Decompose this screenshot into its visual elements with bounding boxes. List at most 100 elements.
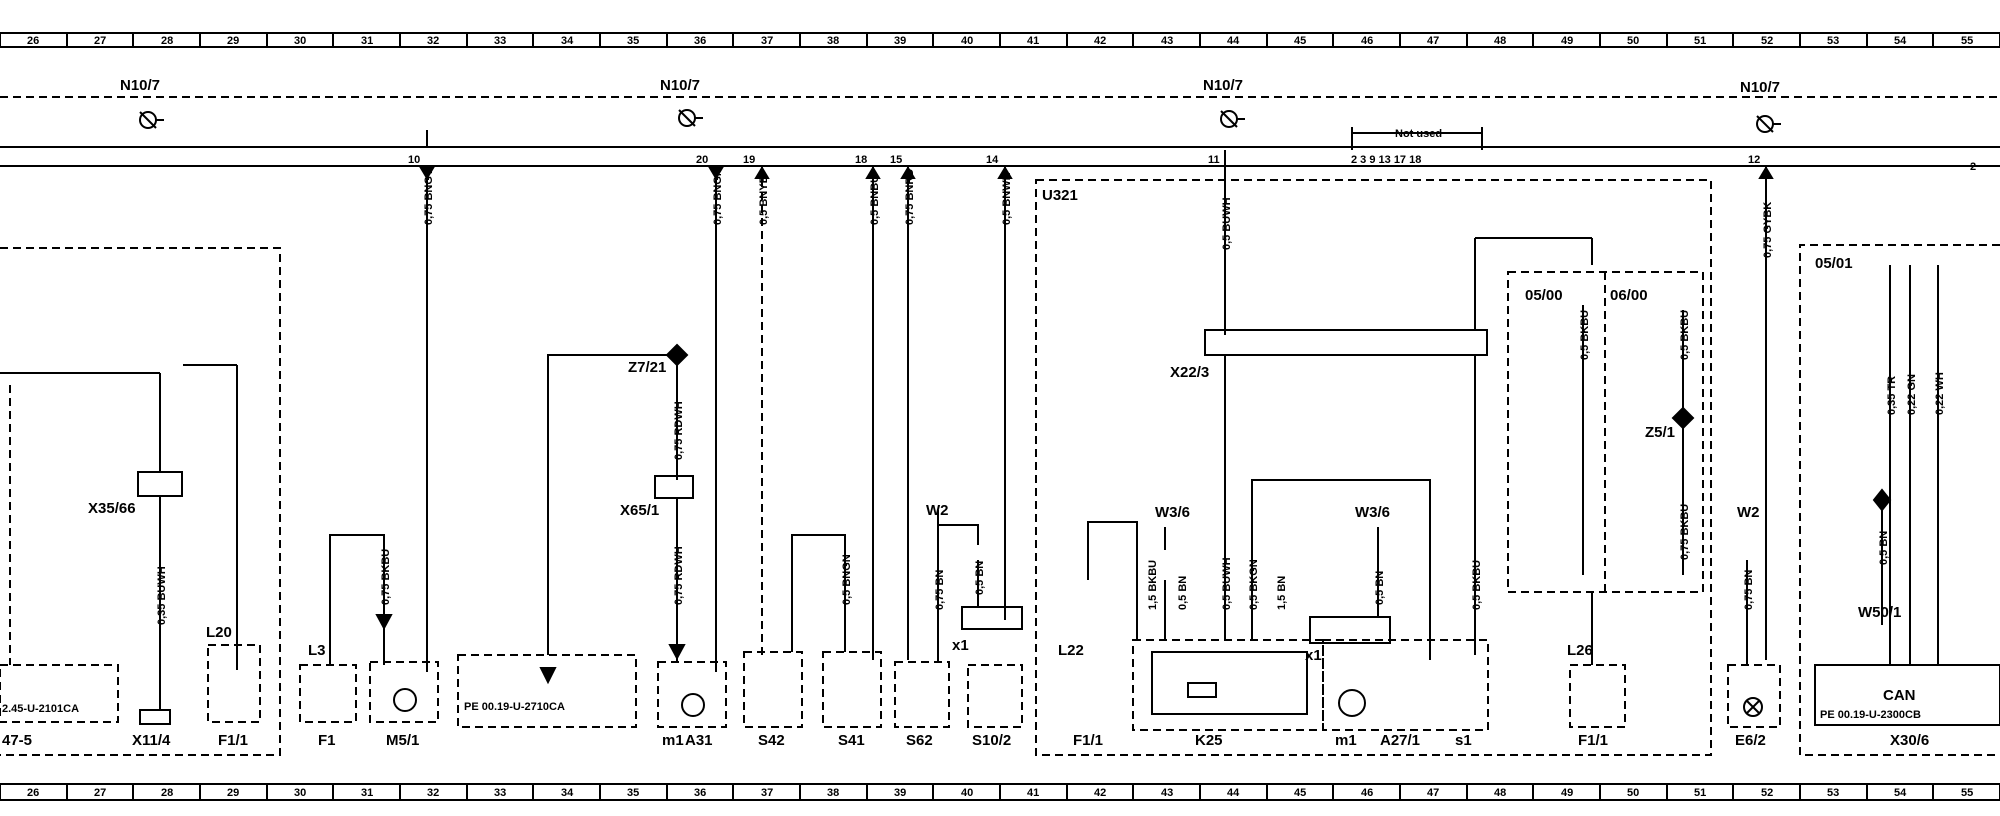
ruler-bottom-number: 46 bbox=[1361, 787, 1373, 799]
ruler-bottom-number: 53 bbox=[1827, 787, 1839, 799]
ruler-bottom-number: 55 bbox=[1961, 787, 1973, 799]
ruler-bottom-number: 42 bbox=[1094, 787, 1106, 799]
w2-label-a: W2 bbox=[926, 502, 949, 519]
ruler-bottom-number: 54 bbox=[1894, 787, 1907, 799]
wire-bngy bbox=[419, 166, 435, 672]
k25-relay bbox=[1087, 479, 1431, 731]
ruler-bottom-number: 44 bbox=[1227, 787, 1240, 799]
left-dashed-box bbox=[0, 247, 281, 756]
e6-2-lamp bbox=[1727, 560, 1781, 728]
ruler-bottom-number: 45 bbox=[1294, 787, 1306, 799]
ruler-top-number: 33 bbox=[494, 35, 506, 47]
wire-bngn bbox=[708, 166, 724, 672]
ruler-bottom-number: 48 bbox=[1494, 787, 1506, 799]
pin-18: 18 bbox=[855, 154, 867, 166]
x11-4-label: X11/4 bbox=[132, 732, 171, 749]
ruler-top-number: 46 bbox=[1361, 35, 1373, 47]
pin-2-right: 2 bbox=[1970, 161, 1976, 173]
ruler-bottom-number: 31 bbox=[361, 787, 373, 799]
w3-6-label-a: W3/6 bbox=[1155, 504, 1190, 521]
ruler-bottom-number: 27 bbox=[94, 787, 106, 799]
ruler-top bbox=[0, 32, 2000, 48]
ruler-bottom-number: 34 bbox=[561, 787, 574, 799]
ruler-top-number: 31 bbox=[361, 35, 373, 47]
ruler-top-number: 26 bbox=[27, 35, 39, 47]
wire-label-bn-s102: 0,5 BN bbox=[974, 561, 986, 595]
x22-3-label: X22/3 bbox=[1170, 364, 1209, 381]
s10-2-switch bbox=[961, 560, 1023, 728]
pe-2101-box bbox=[0, 664, 119, 723]
n10-7-label-4: N10/7 bbox=[1740, 79, 1780, 96]
ruler-top-number: 36 bbox=[694, 35, 706, 47]
ruler-bottom-number: 35 bbox=[627, 787, 639, 799]
ground-symbol-2 bbox=[678, 109, 703, 127]
w2-label-b: W2 bbox=[1737, 504, 1760, 521]
ruler-top-number: 52 bbox=[1761, 35, 1773, 47]
wire-label-can-tr: 0,35 TR bbox=[1886, 376, 1898, 415]
ruler-top-number: 28 bbox=[161, 35, 173, 47]
pe-2300-label: PE 00.19-U-2300CB bbox=[1820, 709, 1921, 721]
ruler-bottom bbox=[0, 783, 2000, 801]
ruler-top-number: 32 bbox=[427, 35, 439, 47]
f1-1-fuse-a bbox=[207, 644, 261, 723]
x1-label-b: x1 bbox=[1305, 647, 1322, 664]
left-cut-label: 47-5 bbox=[2, 732, 32, 749]
wire-label-rdwh-1: 0,75 RDWH bbox=[673, 401, 685, 460]
pin-10: 10 bbox=[408, 154, 420, 166]
ruler-top-number: 54 bbox=[1894, 35, 1907, 47]
ruler-bottom-number: 37 bbox=[761, 787, 773, 799]
s42-switch bbox=[743, 534, 846, 728]
x35-66-label: X35/66 bbox=[88, 500, 136, 517]
s41-label: S41 bbox=[838, 732, 865, 749]
u321-label: U321 bbox=[1042, 187, 1078, 204]
wire-label-bkbu-right: 0,5 BKBU bbox=[1471, 560, 1483, 610]
ruler-top-number: 39 bbox=[894, 35, 906, 47]
ruler-top-number: 55 bbox=[1961, 35, 1973, 47]
variant-0500-label: 05/00 bbox=[1525, 287, 1563, 304]
n10-7-label-2: N10/7 bbox=[660, 77, 700, 94]
wire-gybk bbox=[1758, 166, 1774, 660]
wire-label-bnye: 0,5 BNYE bbox=[758, 176, 770, 225]
ruler-top-number: 43 bbox=[1161, 35, 1173, 47]
z7-21-label: Z7/21 bbox=[628, 359, 666, 376]
f1-label: F1 bbox=[318, 732, 336, 749]
variant-0600-label: 06/00 bbox=[1610, 287, 1648, 304]
ruler-bottom-number: 39 bbox=[894, 787, 906, 799]
x22-3-connector bbox=[1204, 237, 1593, 640]
m5-1-label: M5/1 bbox=[386, 732, 419, 749]
ruler-bottom-number: 26 bbox=[27, 787, 39, 799]
wire-bnbu bbox=[865, 166, 881, 660]
s62-label: S62 bbox=[906, 732, 933, 749]
e6-2-label: E6/2 bbox=[1735, 732, 1766, 749]
wire-label-k25-buwh: 0,5 BUWH bbox=[1221, 557, 1233, 610]
ruler-bottom-number: 49 bbox=[1561, 787, 1573, 799]
m5-1-motor bbox=[369, 610, 439, 723]
x35-66-connector bbox=[0, 364, 238, 725]
wire-bnrd bbox=[900, 166, 916, 660]
pin-15: 15 bbox=[890, 154, 902, 166]
ruler-bottom-number: 51 bbox=[1694, 787, 1706, 799]
a27-1-module bbox=[1309, 355, 1489, 731]
wire-label-bkbu-0600b: 0,75 BKBU bbox=[1679, 504, 1691, 560]
m1-a31-label: m1 bbox=[662, 732, 684, 749]
n10-7-label-1: N10/7 bbox=[120, 77, 160, 94]
ruler-top-number: 48 bbox=[1494, 35, 1506, 47]
wire-label-k25-bkgn: 0,5 BKGN bbox=[1248, 559, 1260, 610]
f1-1-fuse-c bbox=[1569, 664, 1626, 728]
wire-label-bngy: 0,75 BNGY bbox=[423, 168, 435, 225]
wire-label-bngn: 0,75 BNGN bbox=[712, 168, 724, 225]
f1-fuse bbox=[299, 534, 385, 723]
ruler-top-number: 29 bbox=[227, 35, 239, 47]
pin-14: 14 bbox=[986, 154, 999, 166]
not-used-pins: 2 3 9 13 17 18 bbox=[1351, 154, 1421, 166]
not-used-bracket bbox=[1351, 127, 1483, 150]
s62-switch bbox=[894, 510, 979, 728]
wire-label-gybk: 0,75 GYBK bbox=[1762, 202, 1774, 258]
z5-1-label: Z5/1 bbox=[1645, 424, 1675, 441]
wire-label-buwh-top: 0,5 BUWH bbox=[1221, 197, 1233, 250]
ground-symbol-3 bbox=[1220, 110, 1245, 128]
ruler-top-number: 53 bbox=[1827, 35, 1839, 47]
wire-label-bnrd: 0,75 BNRD bbox=[904, 169, 916, 225]
wire-label-bnwh: 0,5 BNWH bbox=[1001, 172, 1013, 225]
ruler-bottom-number: 43 bbox=[1161, 787, 1173, 799]
